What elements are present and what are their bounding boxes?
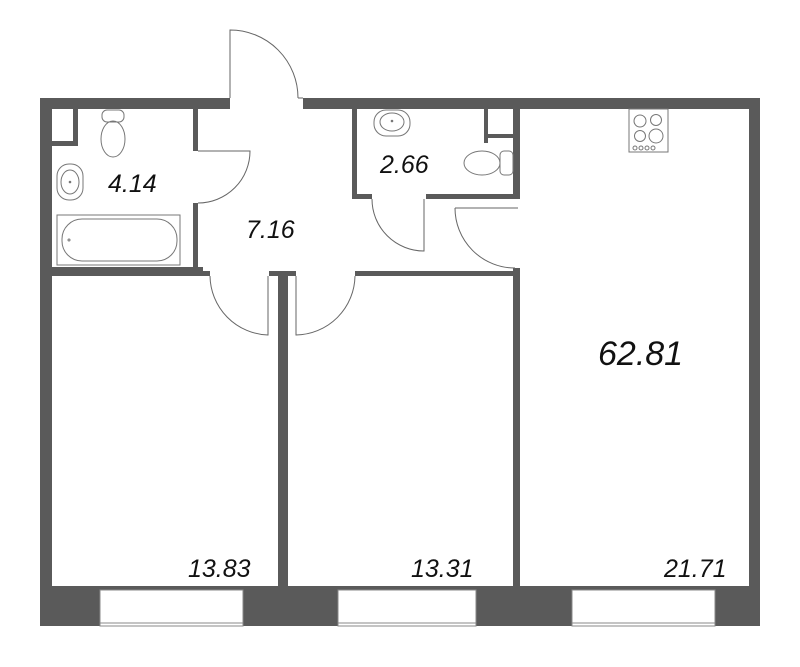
toilet-door-icon [371, 198, 425, 252]
pier-2 [243, 590, 338, 626]
window-3 [571, 589, 716, 627]
bathtub-icon [56, 214, 181, 266]
kitchen-door-icon [454, 207, 516, 269]
toilet-area-label: 2.66 [380, 151, 429, 179]
toilet-shaft-bottom [484, 134, 515, 138]
kitchen-area-label: 21.71 [664, 555, 727, 583]
toilet-room-sink-icon [373, 109, 411, 137]
fixtures [56, 108, 669, 266]
bathroom-door-icon [197, 150, 251, 204]
bedroom-left-top-wall [52, 271, 210, 276]
bedroom-left-area-label: 13.83 [188, 555, 251, 583]
bedroom-middle-top-wall [355, 271, 518, 276]
bath-shaft-bottom [52, 141, 78, 146]
wall-top-left [40, 98, 230, 109]
walls [40, 98, 760, 626]
bedroom-middle-door-icon [295, 275, 356, 336]
pier-3 [476, 590, 572, 626]
window-1 [99, 589, 244, 627]
bedroom-left-door-icon [209, 275, 269, 336]
toilet-left-wall [352, 109, 357, 198]
bedroom-middle-area-label: 13.31 [411, 555, 474, 583]
bathroom-area-label: 4.14 [108, 170, 157, 198]
bath-shaft-right [73, 109, 78, 145]
wall-right [749, 98, 760, 626]
toilet-room-toilet-icon [463, 150, 514, 176]
kitchen-left-wall-top [515, 109, 520, 199]
sill-wall-3 [520, 586, 749, 590]
toilet-bowl-icon [100, 109, 126, 158]
sill-wall-1 [52, 586, 278, 590]
window-2 [337, 589, 477, 627]
doors [197, 29, 518, 336]
sill-wall-2 [288, 586, 513, 590]
pier-1 [40, 590, 100, 626]
bath-right-wall-top [193, 109, 198, 151]
hallway-area-label: 7.16 [246, 216, 295, 244]
bath-right-wall-bottom [193, 203, 198, 276]
pier-4 [715, 590, 760, 626]
toilet-bottom-wall-right [426, 194, 518, 199]
wall-top-right [303, 98, 760, 109]
kitchen-left-wall [513, 268, 520, 590]
windows [99, 589, 716, 627]
sink-icon [56, 163, 84, 201]
stove-icon [628, 108, 669, 153]
total-area-label: 62.81 [598, 335, 684, 373]
bedroom-divider [278, 271, 288, 590]
toilet-bottom-wall-left [352, 194, 372, 199]
wall-left [40, 98, 52, 626]
toilet-shaft-left [484, 109, 488, 143]
entrance-door-icon [229, 29, 299, 99]
